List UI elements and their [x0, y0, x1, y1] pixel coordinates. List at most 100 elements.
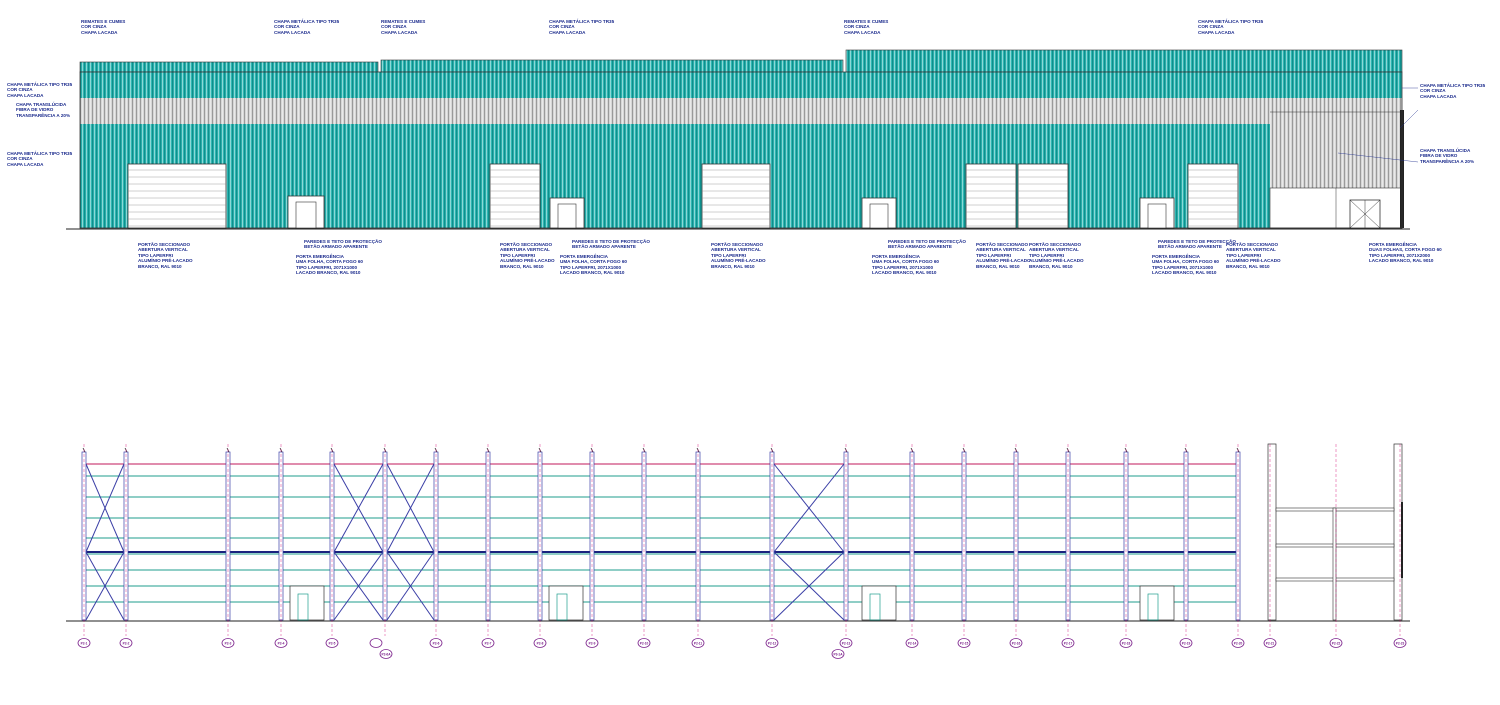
note-line: ALUMÍNIO PRÉ-LACADO [1226, 258, 1281, 264]
note-line: PORTÃO SECCIONADO [500, 242, 553, 247]
axis-label: P2-21 [1266, 642, 1275, 646]
parapet-middle [380, 59, 844, 73]
axis-label: P2-22 [1332, 642, 1341, 646]
note-line: TIPO LAPERFRI [138, 252, 173, 258]
door-opening-2 [548, 585, 584, 621]
note-line: LACADO BRANCO, RAL 9010 [560, 270, 625, 276]
note-line: COR CINZA [1420, 88, 1446, 94]
note-line: TIPO LAPERFRI, 2071X2000 [1369, 252, 1431, 258]
note-line: TRANSPARÊNCIA A 20% [16, 112, 71, 118]
note-line: FIBRA DE VIDRO [1420, 153, 1458, 159]
brace [773, 551, 845, 621]
note-line: UMA FOLHA, CORTA FOGO 60 [872, 259, 939, 265]
note-line: COR CINZA [381, 24, 407, 30]
axis-label: P2-8 [537, 642, 544, 646]
note-line: PAREDES E TETO DE PROTECÇÃO [572, 239, 650, 244]
opening-leaf [1147, 593, 1159, 621]
axis-circle [1061, 638, 1075, 648]
axis-bubble-18: P2-18 [1119, 638, 1133, 648]
axis-bubble-5: P2-5 [325, 638, 339, 648]
note-line: BRANCO, RAL 9010 [138, 263, 182, 269]
note-line: UMA FOLHA, CORTA FOGO 60 [296, 259, 363, 265]
door-opening-3 [861, 585, 897, 621]
axis-circle [221, 638, 235, 648]
note-line: PAREDES E TETO DE PROTECÇÃO [304, 239, 382, 244]
note-line: ABERTURA VERTICAL [500, 247, 550, 253]
note-line: ALUMÍNIO PRÉ-LACADO [138, 258, 193, 264]
note-line: TIPO LAPERFRI [500, 252, 535, 258]
wall-band-translucent [80, 98, 1402, 124]
note-line: BRANCO, RAL 9010 [1029, 263, 1073, 269]
axis-circle [1329, 638, 1343, 648]
note-line: COR CINZA [274, 24, 300, 30]
axis-sub-circle [831, 649, 845, 659]
note-line: BETÃO ARMADO APARENTE [304, 244, 368, 250]
note-line: ABERTURA VERTICAL [711, 247, 761, 253]
axis-label: P2-20 [1234, 642, 1243, 646]
note-line: PORTÃO SECCIONADO [976, 242, 1029, 247]
opening-frame [289, 585, 325, 621]
axis-label: P2-6 [433, 642, 440, 646]
axis-bubble-2: P2-2 [119, 638, 133, 648]
annex-column-right [1393, 443, 1403, 621]
note-line: PORTA EMERGÊNCIA [1369, 242, 1417, 247]
axis-circle [77, 638, 91, 648]
leader-line-1 [1399, 109, 1419, 129]
note-line: PORTA EMERGÊNCIA [872, 254, 920, 259]
axis-bubble-14: P2-14 [905, 638, 919, 648]
note-line: ALUMÍNIO PRÉ-LACADO [1029, 258, 1084, 264]
note-line: COR CINZA [81, 24, 107, 30]
axis-circle [1009, 638, 1023, 648]
sectional-gate-5 [1017, 163, 1069, 229]
axis-circle [533, 638, 547, 648]
axis-circle [1231, 638, 1245, 648]
axis-label: P2-17 [1064, 642, 1073, 646]
note-line: BETÃO ARMADO APARENTE [572, 244, 636, 250]
note-line: PORTÃO SECCIONADO [138, 242, 191, 247]
axis-label: P2-19 [1182, 642, 1191, 646]
note-line: CHAPA LACADA [381, 29, 418, 35]
note-line: CHAPA LACADA [81, 29, 118, 35]
wall-band-upper [80, 72, 1402, 98]
emergency-door-2 [549, 197, 585, 229]
note-line: PORTA EMERGÊNCIA [1152, 254, 1200, 259]
note-line: CHAPA METÁLICA TIPO TR35 [274, 19, 340, 24]
annex-mid-column [1332, 507, 1337, 621]
brace [85, 463, 125, 553]
door-leaf [869, 203, 889, 229]
note-line: COR CINZA [1198, 24, 1224, 30]
brace [85, 551, 125, 621]
axis-bubble-9: P2-9 [585, 638, 599, 648]
axis-bubble-19: P2-19 [1179, 638, 1193, 648]
door-leaf [557, 203, 577, 229]
emergency-door-3 [861, 197, 897, 229]
axis-bubble-16: P2-16 [1009, 638, 1023, 648]
note-line: UMA FOLHA, CORTA FOGO 60 [1152, 259, 1219, 265]
axis-circle [274, 638, 288, 648]
note-line: BRANCO, RAL 9010 [500, 263, 544, 269]
bracing-bay-1 [85, 463, 125, 621]
note-line: CHAPA LACADA [844, 29, 881, 35]
axis-circle [637, 638, 651, 648]
note-line: CHAPA METÁLICA TIPO TR35 [1198, 19, 1264, 24]
wall-band-lower [80, 124, 1270, 228]
note-line: TIPO LAPERFRI [976, 252, 1011, 258]
axis-circle [1263, 638, 1277, 648]
opening-frame [548, 585, 584, 621]
note-line: REMATES E CUMES [844, 19, 889, 24]
axis-label: P2-14 [908, 642, 917, 646]
axis-circle [1119, 638, 1133, 648]
opening-leaf [556, 593, 568, 621]
axis-bubble-6: P2-6 [429, 638, 443, 648]
note-line: TIPO LAPERFRI, 2071X1000 [560, 264, 622, 270]
